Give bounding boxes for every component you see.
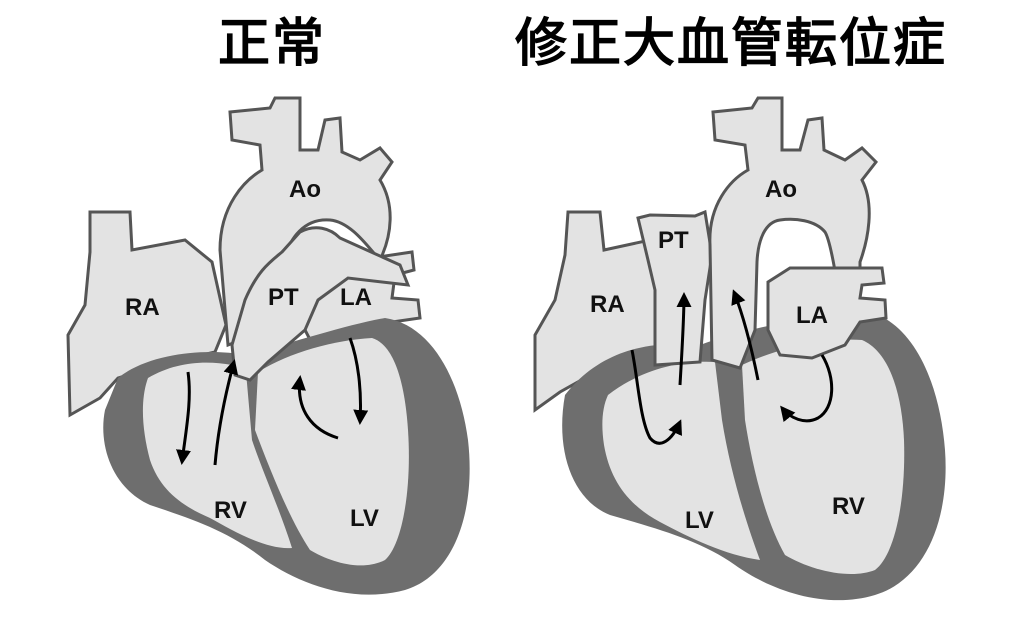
cctga-flow-arrow-ra-lv (630, 349, 682, 445)
cctga-aorta (708, 96, 878, 370)
normal-label-rv: RV (214, 497, 247, 524)
cctga-label-ao: Ao (765, 176, 797, 203)
normal-label-pt: PT (268, 284, 299, 311)
normal-label-ra: RA (125, 294, 160, 321)
title-cctga: 修正大血管転位症 (515, 14, 948, 74)
cctga-flow-arrow-la-rv (780, 354, 834, 423)
normal-label-lv: LV (350, 505, 379, 532)
cctga-label-lv: LV (685, 507, 714, 534)
title-normal: 正常 (218, 14, 327, 74)
cctga-label-la: LA (796, 302, 828, 329)
cctga-label-rv: RV (832, 493, 865, 520)
cctga-label-ra: RA (590, 291, 625, 318)
cctga-flow-arrow-rv-ao (731, 289, 760, 381)
normal-rv-cavity (142, 362, 292, 549)
normal-heart: RA Ao PT LA RV LV (66, 96, 470, 595)
normal-label-la: LA (340, 284, 372, 311)
normal-lv-cavity (255, 338, 409, 566)
cctga-flow-arrow-lv-pt (676, 292, 692, 386)
normal-label-ao: Ao (289, 176, 321, 203)
normal-flow-arrow-rv-pt (213, 359, 239, 466)
normal-pulmonary-trunk (230, 226, 411, 382)
normal-flow-arrow-la-lv (348, 337, 369, 425)
cctga-rv-cavity (742, 339, 905, 575)
cctga-pulmonary-trunk (636, 209, 714, 367)
normal-flow-arrow-ra-rv (176, 371, 191, 465)
cctga-label-pt: PT (658, 227, 689, 254)
cctga-heart: RA PT Ao LA LV RV (533, 96, 946, 601)
cctga-left-atrium (766, 266, 888, 360)
normal-flow-arrow-lv-ao (291, 375, 339, 440)
